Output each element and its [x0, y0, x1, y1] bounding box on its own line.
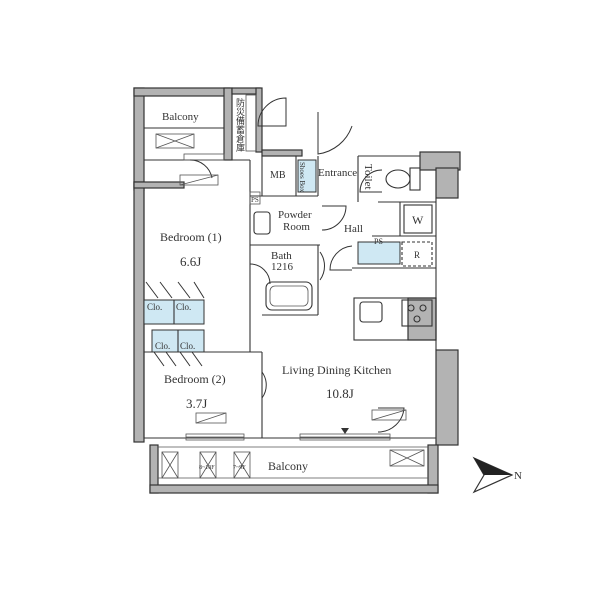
partition-envelope-bottom	[143, 190, 436, 439]
door-entrance	[317, 112, 353, 155]
label-powder-1: Powder	[278, 209, 312, 221]
wall-top-balcony-left	[133, 87, 145, 191]
label-bedroom1-size: 6.6J	[180, 254, 201, 269]
washbasin	[253, 211, 271, 235]
wall-top-balcony-top	[133, 87, 231, 97]
toilet-tank	[409, 167, 421, 191]
wall-right-lower	[435, 349, 459, 446]
label-bedroom2-name: Bedroom (2)	[164, 372, 226, 386]
label-ac-1: 8~10F	[199, 465, 215, 471]
bathtub	[265, 281, 313, 311]
fridge-space	[401, 241, 433, 267]
ac-outdoor-2	[199, 451, 217, 479]
wall-top-balcony-right	[223, 87, 233, 161]
door-bedroom2	[261, 371, 267, 399]
ac-outdoor-4	[389, 449, 425, 467]
label-toilet: Toilet	[362, 164, 374, 190]
ac-top-balcony	[155, 133, 195, 149]
wall-right-top	[419, 151, 461, 171]
doors	[189, 97, 405, 433]
ac-ldk	[371, 409, 407, 421]
wall-mb-top	[261, 149, 303, 157]
ac-bedroom1	[179, 174, 219, 186]
washer-box	[403, 204, 433, 234]
wall-left	[133, 181, 145, 443]
door-powder	[321, 205, 347, 231]
label-ps-left: PS	[251, 196, 259, 204]
window-top-balcony	[183, 153, 225, 161]
label-balcony-top: Balcony	[162, 111, 199, 123]
kitchen-counter	[353, 297, 437, 341]
label-bath-size: 1216	[271, 261, 294, 273]
ac-outdoor-3	[233, 451, 251, 479]
label-hall: Hall	[344, 223, 363, 235]
wall-right-upper	[435, 167, 459, 199]
ac-units	[155, 94, 425, 479]
ps-small	[249, 191, 261, 205]
door-ldk-balcony	[377, 407, 405, 433]
label-shoes: Shoes Box	[298, 162, 306, 193]
kitchen-sink	[359, 301, 383, 323]
ac-outdoor-1	[161, 451, 179, 479]
label-fridge: R	[414, 250, 420, 260]
label-washer: W	[412, 213, 424, 227]
wall-left-top-stub	[133, 181, 185, 189]
label-powder-2: Room	[283, 221, 310, 233]
label-balcony-bottom: Balcony	[268, 459, 308, 473]
shoes-box	[297, 159, 317, 193]
closet-bedroom2-doors	[153, 351, 203, 367]
label-entrance: Entrance	[318, 167, 357, 179]
label-closet-3: Clo.	[155, 341, 170, 351]
door-storage	[257, 97, 287, 127]
closet-bedroom1-doors	[145, 281, 205, 299]
compass-label: N	[514, 470, 522, 482]
storage-shelf	[245, 94, 257, 152]
structure-walls	[133, 87, 461, 494]
label-mb: MB	[270, 170, 286, 181]
label-ldk-size: 10.8J	[326, 386, 354, 401]
label-ps-right: PS	[374, 237, 383, 246]
room-labels: Balcony 防災備蓄倉庫 MB Shoes Box Entrance Toi…	[147, 97, 424, 473]
toilet-bowl	[385, 169, 411, 189]
door-ldk	[329, 245, 353, 271]
label-closet-1: Clo.	[147, 302, 162, 312]
fixtures	[249, 159, 437, 434]
door-bath	[319, 251, 326, 281]
wall-balcony-bottom	[149, 484, 439, 494]
label-closet-4: Clo.	[180, 341, 195, 351]
kitchen-stove	[401, 299, 433, 327]
label-storage: 防災備蓄倉庫	[235, 97, 245, 153]
door-toilet	[359, 169, 383, 193]
label-bedroom2-size: 3.7J	[186, 396, 207, 411]
compass-arrow-icon	[474, 458, 512, 475]
door-bedroom1	[249, 263, 271, 285]
ac-bedroom2	[195, 412, 227, 424]
windows	[183, 153, 391, 441]
label-ldk-name: Living Dining Kitchen	[282, 363, 391, 377]
door-top-balcony	[189, 159, 213, 179]
label-closet-2: Clo.	[176, 302, 191, 312]
ps-shaft	[357, 241, 401, 265]
closets	[143, 281, 205, 367]
label-ac-2: 7~9F	[233, 465, 246, 471]
entrance-marker	[341, 428, 349, 434]
compass: N	[472, 456, 522, 494]
label-bath-name: Bath	[271, 250, 292, 262]
label-bedroom1-name: Bedroom (1)	[160, 230, 222, 244]
